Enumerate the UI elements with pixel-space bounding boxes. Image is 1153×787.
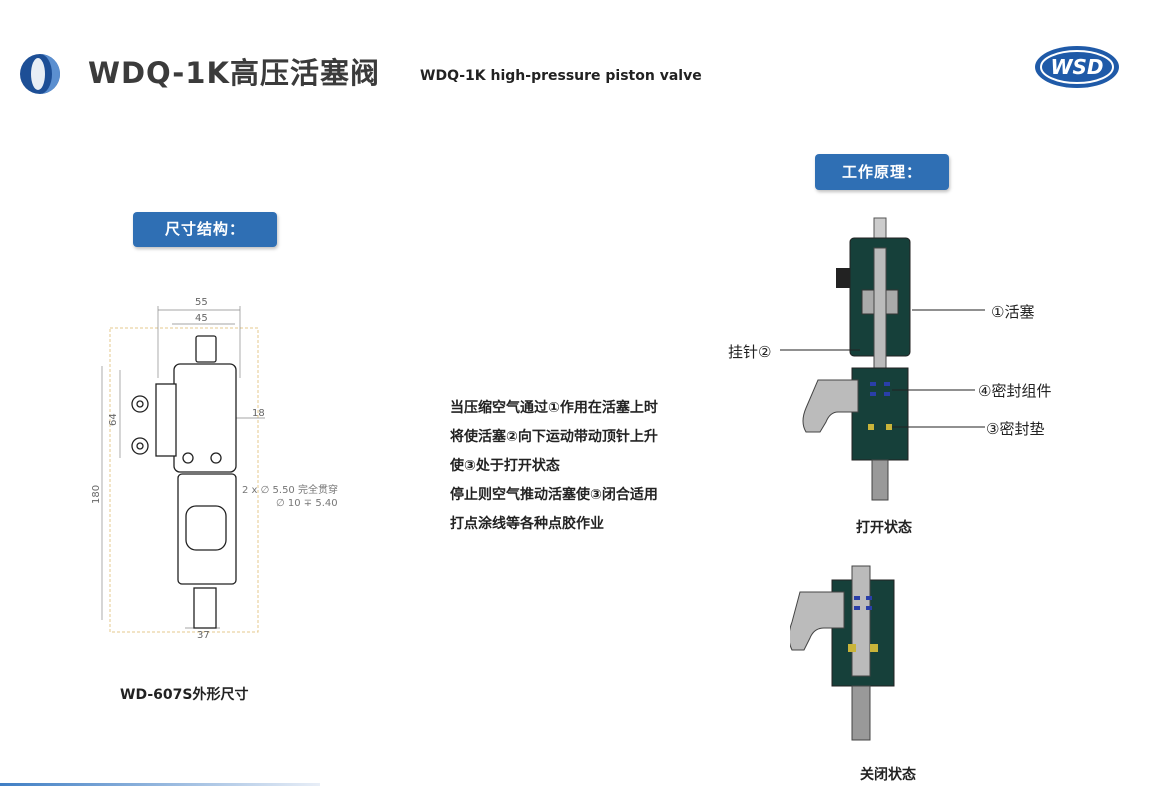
drawing-caption: WD-607S外形尺寸	[120, 687, 249, 703]
valve-closed-section	[790, 565, 895, 741]
hole-note-1: 2 x ∅ 5.50 完全贯穿	[242, 483, 338, 496]
caption-open-state: 打开状态	[856, 520, 912, 536]
label-seal-gasket: ③密封垫	[986, 420, 1045, 438]
description-line: 停止则空气推动活塞使③闭合适用	[450, 487, 658, 503]
footer-accent-line	[0, 783, 320, 786]
label-seal-assembly: ④密封组件	[978, 382, 1052, 400]
label-piston: ①活塞	[991, 303, 1035, 321]
dimension-section-tag: 尺寸结构：	[133, 212, 277, 247]
valve-open-section	[780, 217, 985, 501]
dim-18: 18	[252, 408, 265, 419]
page-subtitle-en: WDQ-1K high-pressure piston valve	[420, 68, 702, 84]
logo-text: WSD	[1050, 55, 1103, 79]
description-line: 当压缩空气通过①作用在活塞上时	[450, 400, 658, 416]
principle-description: 当压缩空气通过①作用在活塞上时 将使活塞②向下运动带动顶针上升 使③处于打开状态…	[450, 394, 750, 539]
label-needle: 挂针②	[728, 343, 772, 361]
description-line: 将使活塞②向下运动带动顶针上升	[450, 429, 658, 445]
principle-section-tag: 工作原理：	[815, 154, 949, 190]
caption-closed-state: 关闭状态	[860, 767, 916, 783]
wsd-logo-icon: WSD	[1035, 46, 1119, 88]
dim-45: 45	[195, 313, 208, 324]
dim-37: 37	[197, 630, 210, 641]
dimension-drawing: 55 45 18 64 180 37 2 x ∅ 5.50 完全贯穿 ∅ 10 …	[91, 297, 338, 641]
dim-64: 64	[108, 413, 119, 426]
page-title: WDQ-1K高压活塞阀	[88, 56, 380, 90]
dim-180: 180	[91, 485, 102, 504]
description-line: 使③处于打开状态	[450, 458, 560, 474]
brand-logo-icon	[20, 54, 60, 94]
description-line: 打点涂线等各种点胶作业	[450, 516, 604, 532]
dim-55: 55	[195, 297, 208, 308]
hole-note-2: ∅ 10 ∓ 5.40	[276, 498, 338, 509]
